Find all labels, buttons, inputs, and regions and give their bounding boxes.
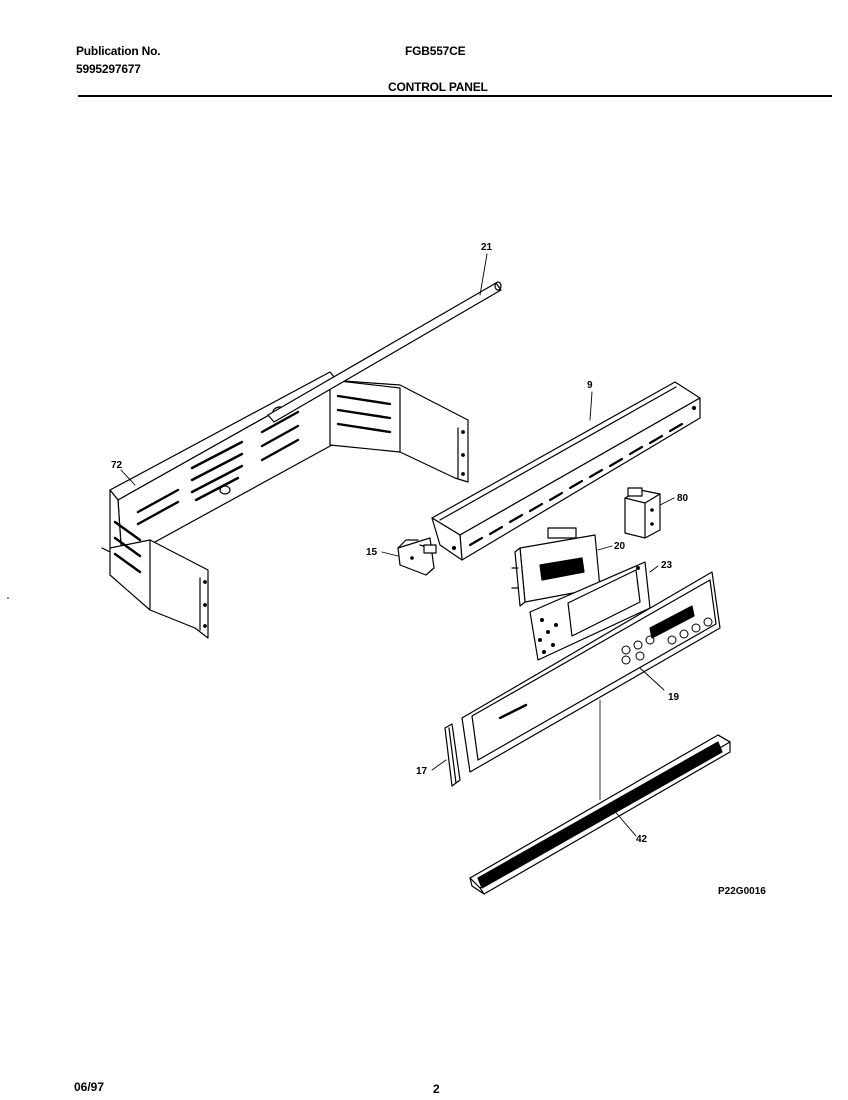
callout-21: 21 — [481, 242, 493, 253]
callout-42: 42 — [636, 834, 648, 845]
header-rule — [78, 95, 832, 97]
callout-19: 19 — [668, 692, 680, 703]
page-number: 2 — [433, 1082, 440, 1096]
part-80-block — [624, 487, 661, 539]
model-number: FGB557CE — [405, 44, 466, 58]
callout-80: 80 — [677, 493, 689, 504]
callout-15: 15 — [366, 547, 378, 558]
callout-17: 17 — [416, 766, 428, 777]
part-17-end-trim — [444, 723, 461, 787]
callout-20: 20 — [614, 541, 626, 552]
drawing-number: P22G0016 — [718, 886, 766, 897]
section-title: CONTROL PANEL — [388, 80, 488, 94]
part-9-front-rail — [431, 381, 701, 561]
publication-label: Publication No. — [76, 44, 161, 58]
callout-23: 23 — [661, 560, 673, 571]
part-15-bracket — [397, 537, 437, 576]
part-19-control-panel — [461, 571, 721, 801]
margin-dot — [7, 597, 9, 599]
publication-number: 5995297677 — [76, 62, 141, 76]
part-72-panel-frame — [101, 371, 469, 639]
footer-date: 06/97 — [74, 1080, 105, 1094]
leader-lines — [120, 253, 675, 837]
callout-9: 9 — [587, 380, 593, 391]
part-20-clock-module — [511, 527, 601, 607]
callout-72: 72 — [111, 460, 123, 471]
part-42-vent-grille — [469, 734, 731, 895]
part-21-rod — [267, 281, 502, 423]
